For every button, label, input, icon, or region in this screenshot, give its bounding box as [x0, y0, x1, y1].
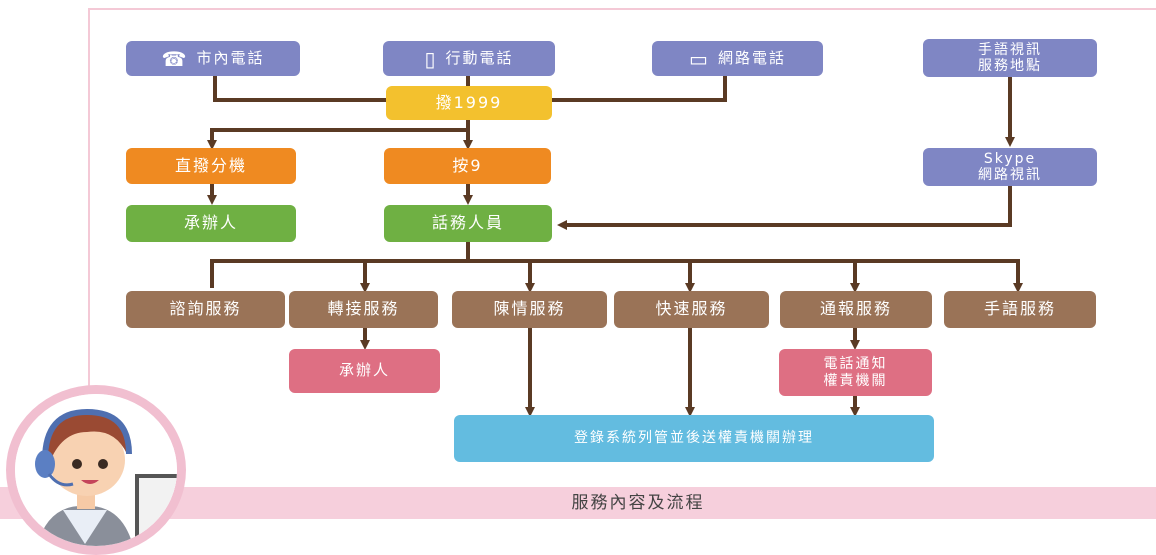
service-quick-label: 快速服務 [655, 299, 728, 319]
telephone-icon: ☎ [161, 46, 189, 71]
operator-illustration [15, 394, 177, 546]
press9-box: 按9 [384, 148, 551, 184]
diagram-frame [88, 8, 1156, 528]
operator-box: 話務人員 [384, 205, 552, 242]
service-report: 通報服務 [780, 291, 932, 328]
register-label: 登錄系統列管並後送權責機關辦理 [574, 430, 814, 447]
internet-phone-box: ▭ 網路電話 [652, 41, 823, 76]
mobile-phone-icon: ▯ [424, 46, 438, 71]
internet-phone-label: 網路電話 [717, 48, 786, 67]
handler-bottom-label: 承辦人 [338, 361, 390, 380]
service-report-label: 通報服務 [819, 299, 892, 319]
notify-line1: 電話通知 [823, 356, 888, 373]
arrow-services-bus [210, 259, 1023, 293]
arrow-skype-to-operator [557, 186, 1012, 230]
notify-line2: 權責機關 [823, 372, 888, 389]
landline-label: 市內電話 [196, 48, 265, 67]
handler-bottom-box: 承辦人 [289, 349, 440, 393]
arrow-dial-to-direct [207, 128, 468, 150]
register-box: 登錄系統列管並後送權責機關辦理 [454, 415, 934, 462]
dial-label: 撥1999 [435, 92, 503, 112]
laptop-icon: ▭ [689, 46, 710, 71]
footer-title: 服務內容及流程 [571, 493, 705, 513]
footer-band [0, 487, 1156, 519]
operator-label: 話務人員 [431, 213, 504, 233]
sign-site-line2: 服務地點 [978, 58, 1042, 74]
press9-label: 按9 [452, 155, 483, 175]
skype-box: Skype 網路視訊 [923, 148, 1097, 186]
mobile-label: 行動電話 [445, 48, 514, 67]
handler-top-box: 承辦人 [126, 205, 296, 242]
notify-box: 電話通知 權責機關 [779, 349, 932, 396]
service-sign-language-label: 手語服務 [983, 299, 1056, 319]
direct-extension-label: 直撥分機 [174, 155, 247, 175]
service-sign-language: 手語服務 [944, 291, 1096, 328]
arrow-internet-to-dial [552, 76, 727, 102]
skype-line2: 網路視訊 [978, 167, 1042, 183]
mobile-box: ▯ 行動電話 [383, 41, 555, 76]
service-consult: 諮詢服務 [126, 291, 285, 328]
landline-box: ☎ 市內電話 [126, 41, 300, 76]
service-consult-label: 諮詢服務 [169, 299, 242, 319]
service-quick: 快速服務 [614, 291, 769, 328]
service-petition-label: 陳情服務 [493, 299, 566, 319]
sign-language-site-box: 手語視訊 服務地點 [923, 39, 1097, 77]
service-transfer: 轉接服務 [289, 291, 438, 328]
dial-box: 撥1999 [386, 86, 552, 120]
direct-extension-box: 直撥分機 [126, 148, 296, 184]
skype-line1: Skype [983, 150, 1037, 167]
arrow-landline-to-dial [213, 76, 388, 102]
operator-avatar [6, 385, 186, 555]
service-petition: 陳情服務 [452, 291, 607, 328]
sign-site-line1: 手語視訊 [978, 41, 1042, 58]
service-transfer-label: 轉接服務 [327, 299, 400, 319]
handler-top-label: 承辦人 [183, 213, 238, 233]
